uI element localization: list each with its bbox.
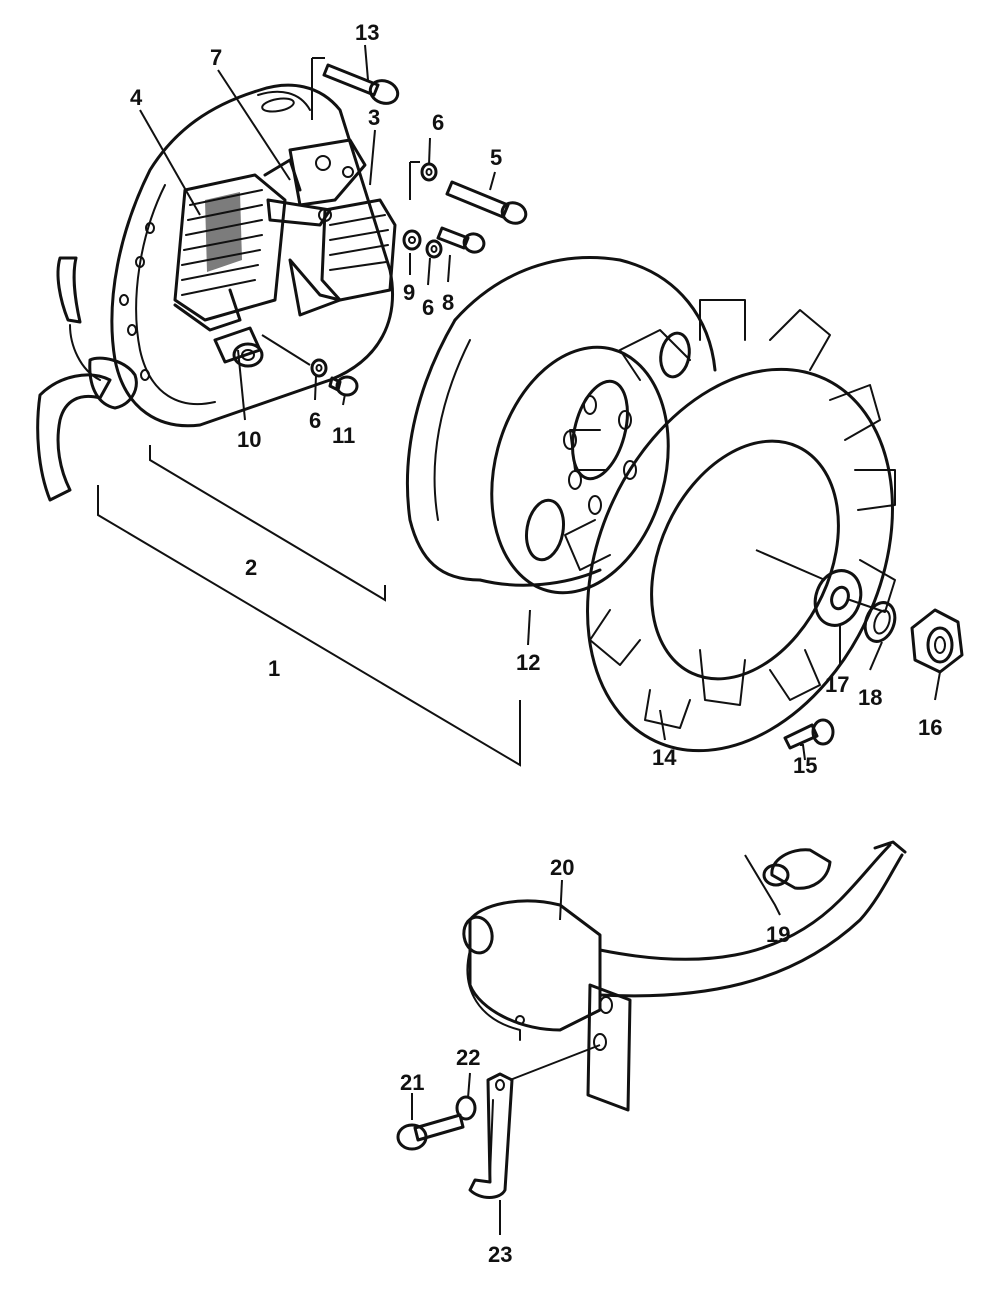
washer-9 [402,229,422,251]
callout-6c: 6 [309,408,321,433]
washer-6b [425,239,443,259]
contact-breaker-arm [263,158,332,227]
callout-15: 15 [793,753,817,778]
callout-13: 13 [355,20,379,45]
callout-6b: 6 [422,295,434,320]
callout-22: 22 [456,1045,480,1070]
cam-pivot [232,342,264,368]
cooling-fan [564,299,896,753]
callout-10: 10 [237,427,261,452]
callout-labels: 13 7 4 3 6 5 9 6 8 10 6 11 2 1 12 17 18 … [130,20,942,1267]
callout-1: 1 [268,656,280,681]
bolt-5 [445,180,528,225]
lock-washer-18 [863,601,897,643]
callout-17: 17 [825,672,849,697]
washer-17 [813,569,863,627]
callout-21: 21 [400,1070,424,1095]
stator-coil-small [288,138,397,317]
washer-6c [310,358,328,378]
nut-16 [910,608,964,674]
callout-12: 12 [516,650,540,675]
washer-6a [420,162,438,182]
lead-wire-grommet [36,256,138,502]
bolt-13 [322,63,400,105]
leader-lines [97,44,941,1235]
stator-plate [110,83,394,428]
callout-16: 16 [918,715,942,740]
callout-23: 23 [488,1242,512,1267]
screw-15 [783,718,835,750]
callout-18: 18 [858,685,882,710]
callout-11: 11 [332,423,355,448]
clamp-19 [762,848,832,890]
callout-4: 4 [130,85,143,110]
screw-11 [328,375,359,397]
screw-8 [436,226,486,254]
screw-21 [396,1113,465,1151]
callout-2: 2 [245,555,257,580]
callout-9: 9 [403,280,415,305]
callout-14: 14 [652,745,677,770]
callout-5: 5 [490,145,502,170]
ignition-coil [462,840,907,1112]
callout-7: 7 [210,45,222,70]
bracket-23 [468,1072,514,1199]
callout-6a: 6 [432,110,444,135]
flywheel-rotor [405,256,717,595]
washer-22 [455,1095,477,1121]
callout-3: 3 [368,105,380,130]
callout-20: 20 [550,855,574,880]
callout-19: 19 [766,922,790,947]
callout-8: 8 [442,290,454,315]
